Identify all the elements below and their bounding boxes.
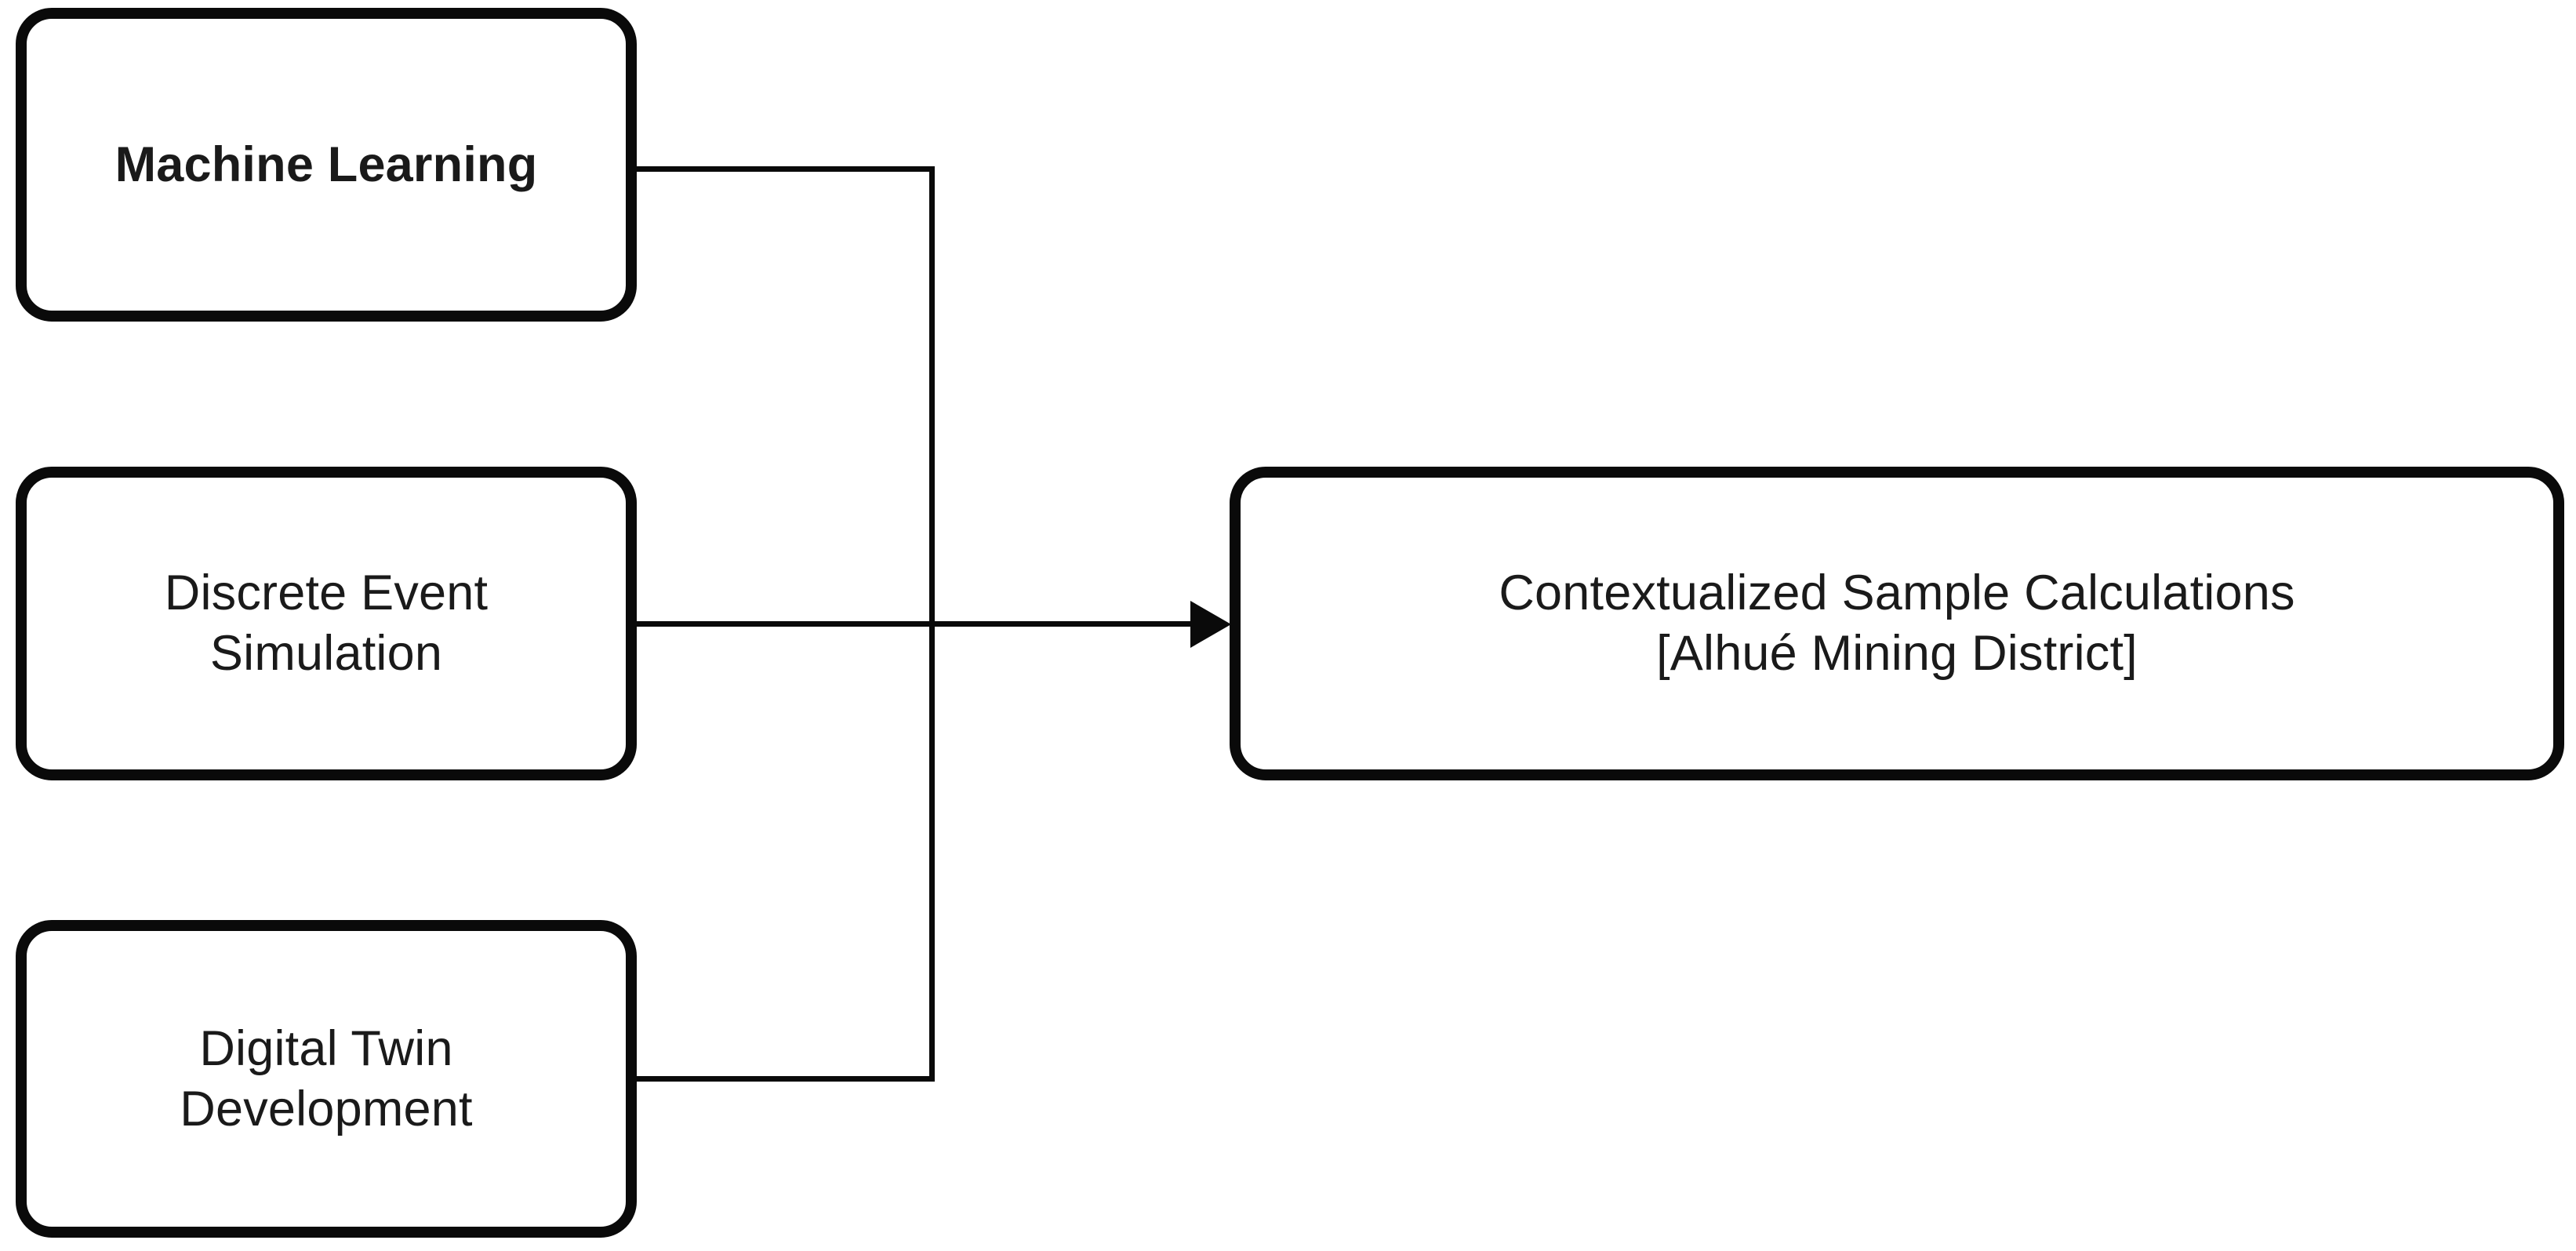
connector-segment-top-horizontal [634, 166, 935, 172]
node-machine-learning-label: Machine Learning [114, 136, 538, 192]
node-contextualized-sample-calculations[interactable]: Contextualized Sample Calculations [Alhu… [1230, 467, 2564, 780]
node-digital-twin-development-label: Digital Twin Development [180, 1020, 473, 1136]
connector-segment-bottom-horizontal [634, 1076, 935, 1082]
node-discrete-event-simulation[interactable]: Discrete Event Simulation [16, 467, 637, 780]
arrow-head-icon [1190, 601, 1231, 648]
node-digital-twin-development[interactable]: Digital Twin Development [16, 920, 637, 1238]
node-machine-learning[interactable]: Machine Learning [16, 8, 637, 322]
connector-segment-middle-horizontal [634, 621, 1200, 627]
node-contextualized-sample-calculations-label: Contextualized Sample Calculations [Alhu… [1499, 565, 2295, 681]
node-discrete-event-simulation-label: Discrete Event Simulation [164, 565, 489, 681]
